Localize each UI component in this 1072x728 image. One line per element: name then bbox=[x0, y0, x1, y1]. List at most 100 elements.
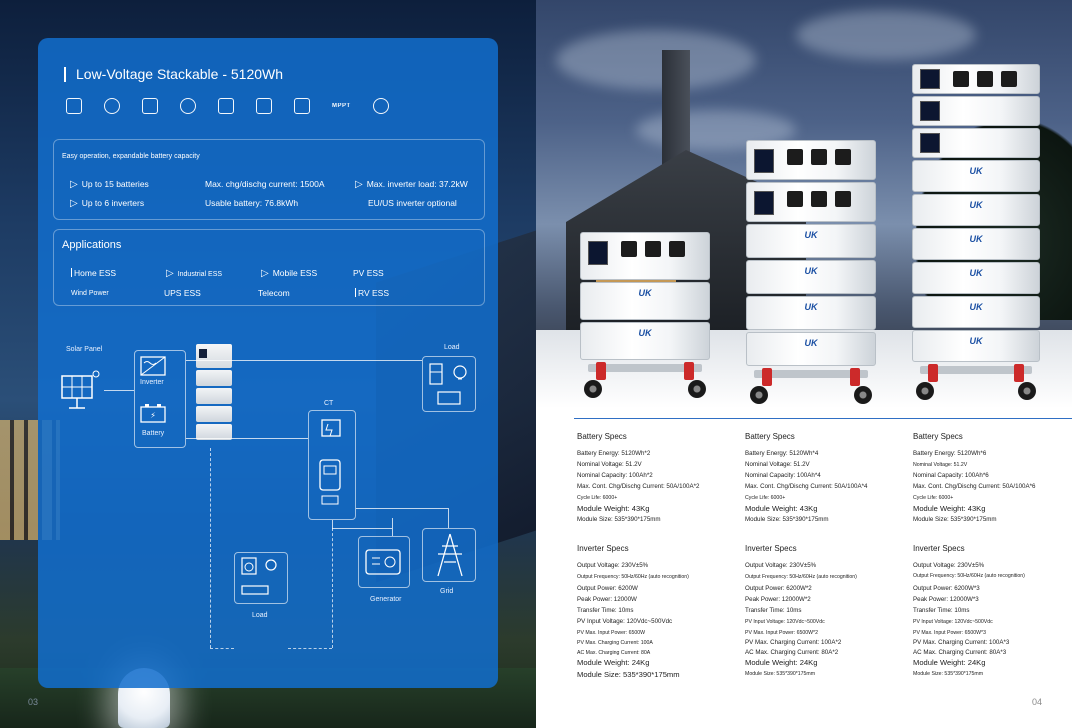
breaker-icon bbox=[321, 419, 341, 437]
features-intro: Easy operation, expandable battery capac… bbox=[62, 153, 200, 160]
spec-line: Transfer Time: 10ms bbox=[577, 607, 634, 614]
spec-line: Output Voltage: 230V±5% bbox=[913, 562, 985, 569]
spec-line: PV Max. Input Power: 6500W*3 bbox=[913, 630, 986, 636]
household-appliances-icon bbox=[429, 363, 467, 405]
spec-line: PV Max. Input Power: 6500W bbox=[577, 630, 646, 636]
spec-line: Max. Cont. Chg/Dischg Current: 50A/100A*… bbox=[913, 483, 1036, 490]
spec-divider bbox=[574, 418, 1072, 419]
spec-line: Module Size: 535*390*175mm bbox=[745, 671, 816, 677]
spec-line: Peak Power: 12000W*3 bbox=[913, 596, 979, 603]
load-top-label: Load bbox=[444, 344, 460, 351]
feature-item: Up to 6 inverters bbox=[70, 198, 144, 209]
application-item: Industrial ESS bbox=[166, 268, 222, 279]
battery-pack-icon bbox=[66, 98, 82, 114]
spec-line: PV Max. Charging Current: 100A*3 bbox=[913, 639, 1010, 646]
left-page: Low-Voltage Stackable - 5120Wh MPPT Easy… bbox=[0, 0, 536, 728]
washing-machine-icon bbox=[241, 557, 277, 595]
features-box: Easy operation, expandable battery capac… bbox=[53, 139, 485, 220]
spec-line: Module Weight: 43Kg bbox=[577, 504, 650, 513]
spec-line: Module Weight: 43Kg bbox=[745, 504, 818, 513]
spec-line: Battery Energy: 5120Wh*4 bbox=[745, 450, 819, 457]
battery-specs-title: Battery Specs bbox=[913, 432, 963, 441]
plug-grid-icon bbox=[294, 98, 310, 114]
spec-line: Nominal Capacity: 100Ah*4 bbox=[745, 472, 821, 479]
battery-charge-icon bbox=[142, 98, 158, 114]
spec-line: Module Size: 535*390*175mm bbox=[577, 670, 680, 679]
spec-line: Module Weight: 24Kg bbox=[577, 658, 650, 667]
spec-line: AC Max. Charging Current: 80A bbox=[577, 650, 651, 656]
wifi-antenna-icon bbox=[372, 98, 389, 114]
spec-line: Peak Power: 12000W*2 bbox=[745, 596, 811, 603]
page-number-right: 04 bbox=[1032, 697, 1043, 707]
load-bottom-box bbox=[234, 552, 288, 604]
application-item: Home ESS bbox=[71, 268, 116, 278]
application-item: Mobile ESS bbox=[261, 268, 317, 279]
mppt-label: MPPT bbox=[332, 103, 351, 109]
feature-item: Up to 15 batteries bbox=[70, 179, 149, 190]
spec-line: Module Size: 535*390*175mm bbox=[913, 516, 997, 523]
inverter-specs-title: Inverter Specs bbox=[745, 544, 797, 553]
spec-line: Module Weight: 24Kg bbox=[745, 658, 818, 667]
grid-box bbox=[422, 528, 476, 582]
application-item: Wind Power bbox=[71, 290, 109, 297]
spec-line: Output Frequency: 50Hz/60Hz (auto recogn… bbox=[577, 574, 689, 580]
spec-line: Max. Cont. Chg/Dischg Current: 50A/100A*… bbox=[577, 483, 700, 490]
spec-line: Output Frequency: 50Hz/60Hz (auto recogn… bbox=[745, 574, 857, 580]
grid-label: Grid bbox=[440, 588, 454, 595]
solar-panel-label: Solar Panel bbox=[66, 346, 103, 353]
battery-specs-title: Battery Specs bbox=[745, 432, 795, 441]
inverter-specs-title: Inverter Specs bbox=[913, 544, 965, 553]
feature-item: Max. inverter load: 37.2kW bbox=[355, 179, 468, 190]
spec-line: Nominal Voltage: 51.2V bbox=[745, 461, 810, 468]
generator-label: Generator bbox=[370, 596, 402, 603]
spec-line: Transfer Time: 10ms bbox=[913, 607, 970, 614]
stacked-unit-illustration bbox=[196, 344, 232, 446]
spec-line: Cycle Life: 6000+ bbox=[913, 495, 954, 501]
battery-specs-title: Battery Specs bbox=[577, 432, 627, 441]
spec-line: Module Size: 535*390*175mm bbox=[577, 516, 661, 523]
spec-line: Battery Energy: 5120Wh*2 bbox=[577, 450, 651, 457]
spec-line: PV Max. Charging Current: 100A*2 bbox=[745, 639, 842, 646]
energy-meter-icon bbox=[319, 459, 341, 505]
generator-icon bbox=[365, 549, 401, 575]
spec-line: AC Max. Charging Current: 80A*3 bbox=[913, 649, 1007, 656]
spec-line: Cycle Life: 6000+ bbox=[577, 495, 618, 501]
clock-icon bbox=[104, 98, 120, 114]
application-item: UPS ESS bbox=[164, 288, 201, 298]
spec-line: PV Input Voltage: 120Vdc~500Vdc bbox=[577, 618, 673, 625]
inverter-icon bbox=[140, 356, 166, 376]
applications-box: Applications Home ESS Industrial ESS Mob… bbox=[53, 229, 485, 306]
feature-item: Usable battery: 76.8kWh bbox=[205, 198, 299, 208]
feature-icon-row: MPPT bbox=[66, 98, 389, 114]
application-item: Telecom bbox=[258, 288, 290, 298]
spec-line: Output Power: 6200W*2 bbox=[745, 585, 812, 592]
spec-line: Output Voltage: 230V±5% bbox=[745, 562, 817, 569]
spec-line: Nominal Voltage: 51.2V bbox=[913, 462, 968, 468]
inverter-battery-box bbox=[134, 350, 186, 448]
load-bottom-label: Load bbox=[252, 612, 268, 619]
page-number-left: 03 bbox=[28, 697, 39, 707]
spec-line: Output Power: 6200W*3 bbox=[913, 585, 980, 592]
generator-box bbox=[358, 536, 410, 588]
spec-line: Output Voltage: 230V±5% bbox=[577, 562, 649, 569]
spec-line: Peak Power: 12000W bbox=[577, 596, 637, 603]
product-photo: UK UK UK UK UK UK UK UK UK UK UK UK bbox=[536, 0, 1072, 408]
right-page: UK UK UK UK UK UK UK UK UK UK UK UK bbox=[536, 0, 1072, 728]
application-item: RV ESS bbox=[355, 288, 389, 298]
spec-line: Nominal Capacity: 100Ah*6 bbox=[913, 472, 989, 479]
spec-line: Transfer Time: 10ms bbox=[745, 607, 802, 614]
panel-title: Low-Voltage Stackable - 5120Wh bbox=[64, 66, 283, 82]
spec-line: Max. Cont. Chg/Dischg Current: 50A/100A*… bbox=[745, 483, 868, 490]
spec-line: Battery Energy: 5120Wh*6 bbox=[913, 450, 987, 457]
spec-line: AC Max. Charging Current: 80A*2 bbox=[745, 649, 839, 656]
stack-unit-6-modules: UK UK UK UK UK UK bbox=[912, 64, 1040, 404]
meter-box bbox=[308, 410, 356, 520]
spec-line: Module Size: 535*390*175mm bbox=[745, 516, 829, 523]
feature-item: Max. chg/dischg current: 1500A bbox=[205, 179, 325, 189]
battery-icon: ⚡ bbox=[140, 404, 166, 423]
spec-line: PV Max. Charging Current: 100A bbox=[577, 640, 653, 646]
gear-icon bbox=[180, 98, 196, 114]
product-panel: Low-Voltage Stackable - 5120Wh MPPT Easy… bbox=[38, 38, 498, 688]
spec-line: PV Max. Input Power: 6500W*2 bbox=[745, 630, 818, 636]
power-tower-icon bbox=[437, 533, 463, 577]
